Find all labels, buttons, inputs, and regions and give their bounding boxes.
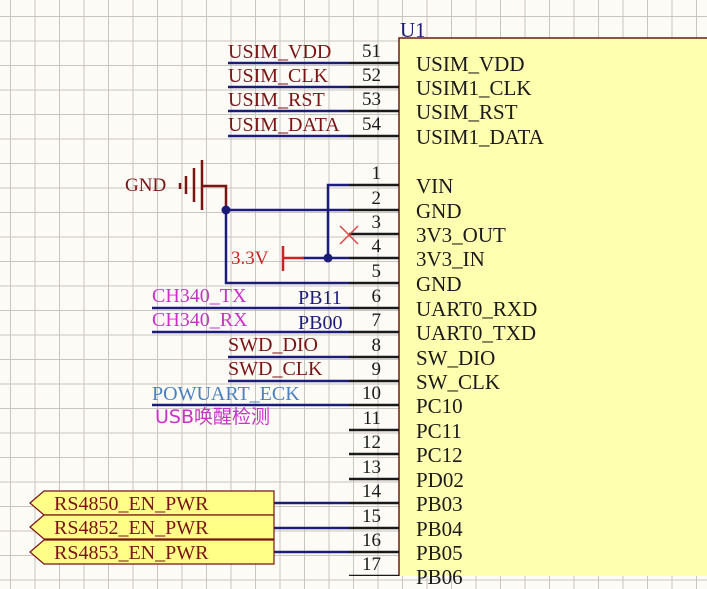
pin-number-10: 10 [362,383,381,404]
pin-number-15: 15 [362,506,381,527]
power-label-gnd[interactable]: GND [125,175,167,196]
pin-name-12: PC12 [416,443,463,467]
junction-dot-3v3 [323,253,333,263]
pin-number-4: 4 [371,236,382,257]
power-label-3v3[interactable]: 3.3V [231,248,269,269]
signal-wires [152,306,349,554]
wire-gnd-pin5 [224,210,349,285]
net-label-usb-wake-detect[interactable]: USB唤醒检测 [155,406,271,428]
net-label-pb00[interactable]: PB00 [298,312,343,334]
net-label-usim-data[interactable]: USIM_DATA [228,114,340,136]
net-label-pb11[interactable]: PB11 [298,287,342,309]
no-connect-marker [339,225,359,245]
3v3-power-symbol[interactable] [281,246,304,271]
net-label-usim-rst[interactable]: USIM_RST [228,89,325,111]
pin-number-51: 51 [362,41,381,62]
pin-number-9: 9 [371,359,382,380]
pin-name-5: GND [416,272,462,296]
pin-number-2: 2 [371,188,382,209]
pin-number-11: 11 [362,408,381,429]
port-rs4852-en-pwr[interactable] [29,514,275,540]
component-body-u1[interactable] [398,37,707,576]
pin-lines [349,61,399,576]
ports [29,490,275,565]
pin-name-10: PC10 [416,394,463,418]
pin-name-11: PC11 [416,419,462,443]
pin-number-13: 13 [362,457,381,478]
pin-name-51: USIM_VDD [416,52,525,76]
pin-name-16: PB05 [416,541,463,565]
pin-number-12: 12 [362,432,381,453]
pin-number-54: 54 [362,114,381,135]
pin-number-52: 52 [362,65,381,86]
pin-name-1: VIN [416,174,454,198]
net-label-ch340-tx[interactable]: CH340_TX [152,285,247,307]
pin-number-5: 5 [371,261,382,282]
pin-name-8: SW_DIO [416,346,496,370]
pin-number-8: 8 [371,335,382,356]
pin-number-6: 6 [371,286,382,307]
gnd-symbol[interactable] [178,160,228,210]
pin-number-14: 14 [362,481,381,502]
net-label-powuart-eck[interactable]: POWUART_ECK [152,383,300,405]
pin-name-14: PB03 [416,492,463,516]
port-rs4850-en-pwr[interactable] [29,490,275,516]
wire-vin-3v3 [326,183,349,258]
pin-number-17: 17 [362,554,381,575]
pin-name-6: UART0_RXD [416,297,538,321]
usim-wires [228,61,349,138]
junction-dot-gnd [221,205,231,215]
port-label: RS4850_EN_PWR [54,493,209,515]
component-designator: U1 [400,18,426,42]
pin-name-53: USIM_RST [416,100,518,124]
pin-number-3: 3 [371,212,382,233]
pin-name-13: PD02 [416,468,464,492]
pin-number-7: 7 [371,310,382,331]
port-label: RS4853_EN_PWR [54,542,209,564]
net-label-ch340-rx[interactable]: CH340_RX [152,309,248,331]
port-label: RS4852_EN_PWR [54,517,209,539]
pin-name-2: GND [416,199,462,223]
schematic-canvas [29,37,707,576]
pin-name-17: PB06 [416,565,463,589]
pin-name-4: 3V3_IN [416,247,485,271]
port-rs4853-en-pwr[interactable] [29,539,275,565]
pin-name-54: USIM1_DATA [416,125,544,149]
net-label-usim-clk[interactable]: USIM_CLK [228,65,329,87]
pin-number-53: 53 [362,89,381,110]
net-label-usim-vdd[interactable]: USIM_VDD [228,41,332,63]
pin-name-3: 3V3_OUT [416,223,506,247]
power-wires [224,183,349,285]
pin-number-1: 1 [371,163,382,184]
pin-number-16: 16 [362,530,381,551]
pin-name-7: UART0_TXD [416,321,537,345]
pin-name-9: SW_CLK [416,370,500,394]
pin-name-52: USIM1_CLK [416,76,532,100]
net-label-swd-dio[interactable]: SWD_DIO [228,334,318,356]
pin-name-15: PB04 [416,517,463,541]
net-label-swd-clk[interactable]: SWD_CLK [228,358,323,380]
